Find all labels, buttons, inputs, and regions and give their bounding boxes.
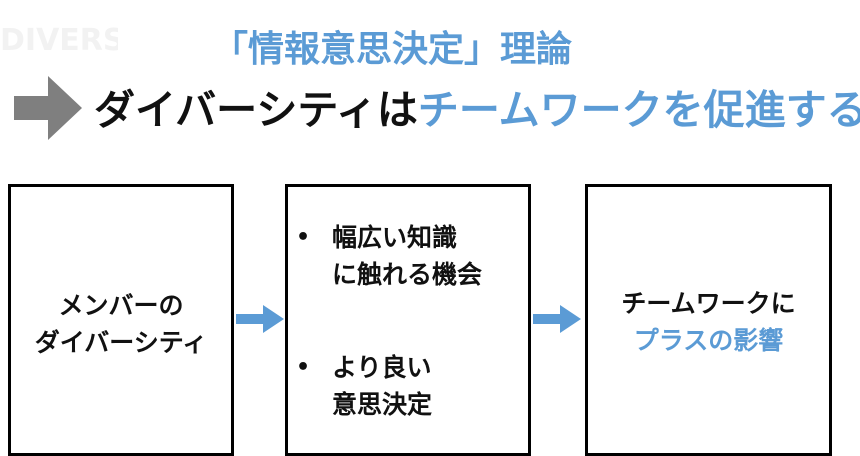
- member-diversity-text: メンバーの ダイバーシティ: [11, 287, 231, 361]
- flow-arrow-1-icon: [236, 305, 284, 333]
- bullet-knowledge-line-1: 幅広い知識: [332, 223, 458, 252]
- watermark-logo: DIVERSITY: [0, 23, 118, 58]
- bullet-decision-line-1: より良い: [332, 353, 432, 382]
- bullet-marker: •: [296, 225, 311, 250]
- member-diversity-line-1: メンバーの: [58, 291, 184, 320]
- bullet-text-decision: より良い 意思決定: [332, 349, 432, 423]
- bullet-marker: •: [296, 355, 311, 380]
- teamwork-effect-box: チームワークに プラスの影響: [585, 184, 832, 456]
- headline: ダイバーシティはチームワークを促進する: [94, 84, 860, 136]
- bullet-text-knowledge: 幅広い知識 に触れる機会: [332, 219, 482, 293]
- teamwork-effect-line-1: チームワークに: [621, 289, 796, 318]
- mechanism-bullet-decision: • より良い 意思決定: [288, 349, 528, 429]
- bullet-decision-line-2: 意思決定: [332, 390, 433, 419]
- headline-arrow-icon: [14, 76, 82, 140]
- mechanism-box: • 幅広い知識 に触れる機会 • より良い 意思決定: [285, 184, 531, 456]
- headline-accent: チームワークを促進する: [417, 86, 860, 134]
- flow-arrow-2-head: [560, 305, 581, 333]
- teamwork-effect-text: チームワークに プラスの影響: [588, 285, 829, 359]
- headline-lead: ダイバーシティは: [94, 86, 418, 134]
- teamwork-effect-line-2: プラスの影響: [633, 326, 784, 355]
- flow-arrow-1-head: [263, 305, 284, 333]
- mechanism-bullet-knowledge: • 幅広い知識 に触れる機会: [288, 219, 528, 299]
- bullet-knowledge-line-2: に触れる機会: [332, 260, 483, 289]
- flow-arrow-1-shaft: [236, 314, 264, 324]
- headline-arrow-shape: [14, 76, 82, 140]
- member-diversity-line-2: ダイバーシティ: [34, 328, 208, 357]
- flow-arrow-2-shaft: [533, 314, 561, 324]
- member-diversity-box: メンバーの ダイバーシティ: [8, 184, 234, 456]
- flow-arrow-2-icon: [533, 305, 581, 333]
- theory-title: 「情報意思決定」理論: [212, 29, 573, 70]
